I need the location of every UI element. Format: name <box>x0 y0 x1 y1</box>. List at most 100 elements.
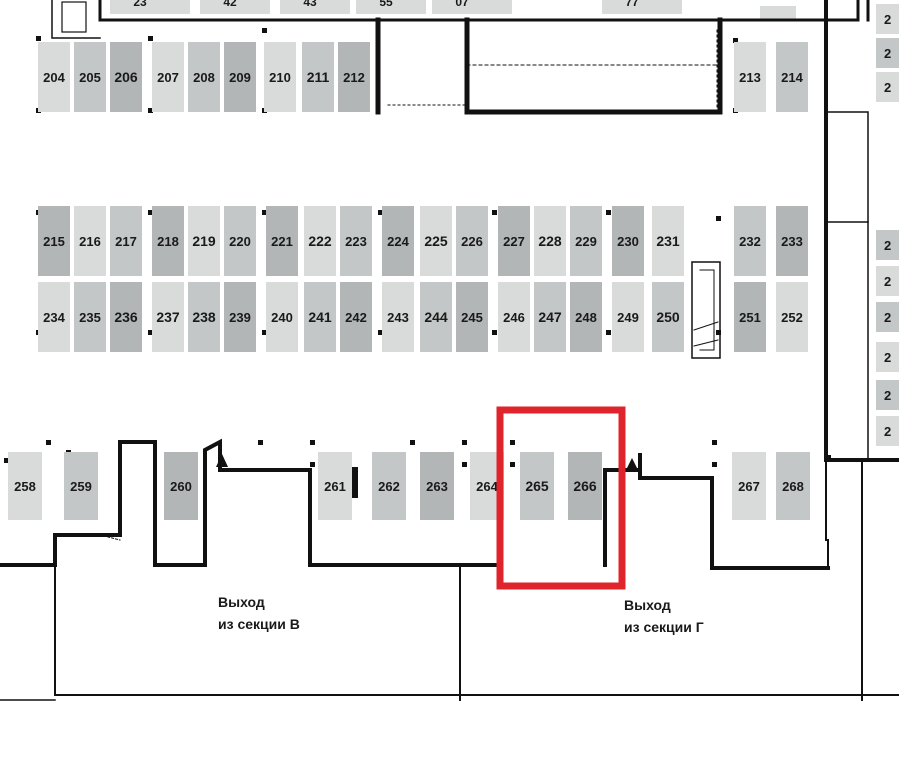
parking-spot-211[interactable]: 211 <box>302 42 334 112</box>
parking-spot-216[interactable]: 216 <box>74 206 106 276</box>
top-spot <box>432 0 512 14</box>
parking-spot-232[interactable]: 232 <box>734 206 766 276</box>
parking-spot-234[interactable]: 234 <box>38 282 70 352</box>
spot-number: 233 <box>781 234 803 249</box>
right-spot-number: 2 <box>884 424 891 439</box>
parking-spot-215[interactable]: 215 <box>38 206 70 276</box>
walls <box>0 0 899 701</box>
parking-spot-237[interactable]: 237 <box>152 282 184 352</box>
right-spot-number: 2 <box>884 310 891 325</box>
parking-spot-233[interactable]: 233 <box>776 206 808 276</box>
right-spot <box>876 380 899 410</box>
parking-spot-204[interactable]: 204 <box>38 42 70 112</box>
right-spot <box>876 72 899 102</box>
parking-spot-251[interactable]: 251 <box>734 282 766 352</box>
parking-spot-217[interactable]: 217 <box>110 206 142 276</box>
spot-area <box>188 282 220 352</box>
spot-number: 222 <box>308 233 332 249</box>
spot-area <box>612 282 644 352</box>
parking-spot-210[interactable]: 210 <box>264 42 296 112</box>
parking-spot-214[interactable]: 214 <box>776 42 808 112</box>
spot-number: 268 <box>782 479 804 494</box>
parking-spot-249[interactable]: 249 <box>612 282 644 352</box>
parking-spot-235[interactable]: 235 <box>74 282 106 352</box>
parking-spot-226[interactable]: 226 <box>456 206 488 276</box>
spot-number: 238 <box>192 309 216 325</box>
right-spot-number: 2 <box>884 388 891 403</box>
parking-spot-245[interactable]: 245 <box>456 282 488 352</box>
spot-number: 250 <box>656 309 680 325</box>
parking-spot-265[interactable]: 265 <box>520 452 554 520</box>
parking-spot-241[interactable]: 241 <box>304 282 336 352</box>
parking-spot-247[interactable]: 247 <box>534 282 566 352</box>
parking-spot-220[interactable]: 220 <box>224 206 256 276</box>
parking-spot-209[interactable]: 209 <box>224 42 256 112</box>
parking-spot-239[interactable]: 239 <box>224 282 256 352</box>
parking-spot-223[interactable]: 223 <box>340 206 372 276</box>
spot-area <box>420 452 454 520</box>
spot-area <box>302 42 334 112</box>
parking-spot-262[interactable]: 262 <box>372 452 406 520</box>
spot-number: 230 <box>617 234 639 249</box>
parking-spot-248[interactable]: 248 <box>570 282 602 352</box>
parking-spot-244[interactable]: 244 <box>420 282 452 352</box>
parking-spot-218[interactable]: 218 <box>152 206 184 276</box>
spot-number: 225 <box>424 233 448 249</box>
spot-number: 249 <box>617 310 639 325</box>
parking-spot-261[interactable]: 261 <box>318 452 352 520</box>
parking-spot-231[interactable]: 231 <box>652 206 684 276</box>
spot-number: 208 <box>193 70 215 85</box>
right-spot-number: 2 <box>884 238 891 253</box>
parking-spot-267[interactable]: 267 <box>732 452 766 520</box>
right-spot-number: 2 <box>884 80 891 95</box>
spot-area <box>8 452 42 520</box>
parking-spot-224[interactable]: 224 <box>382 206 414 276</box>
parking-spot-207[interactable]: 207 <box>152 42 184 112</box>
parking-spot-205[interactable]: 205 <box>74 42 106 112</box>
spot-number: 248 <box>575 310 597 325</box>
top-spot-number: 77 <box>625 0 639 9</box>
parking-spot-236[interactable]: 236 <box>110 282 142 352</box>
spot-area <box>110 282 142 352</box>
spot-number: 205 <box>79 70 101 85</box>
parking-spot-230[interactable]: 230 <box>612 206 644 276</box>
parking-spot-219[interactable]: 219 <box>188 206 220 276</box>
parking-spot-206[interactable]: 206 <box>110 42 142 112</box>
parking-spot-266[interactable]: 266 <box>568 452 602 520</box>
parking-spot-258[interactable]: 258 <box>8 452 42 520</box>
parking-spot-212[interactable]: 212 <box>338 42 370 112</box>
spot-number: 242 <box>345 310 367 325</box>
parking-spot-259[interactable]: 259 <box>64 452 98 520</box>
parking-spot-227[interactable]: 227 <box>498 206 530 276</box>
parking-spot-240[interactable]: 240 <box>266 282 298 352</box>
highlight-box <box>496 406 626 590</box>
parking-spot-252[interactable]: 252 <box>776 282 808 352</box>
spot-area <box>164 452 198 520</box>
exit-label-section-v: Выход из секции В <box>218 594 300 632</box>
spot-number: 214 <box>781 70 803 85</box>
parking-spot-225[interactable]: 225 <box>420 206 452 276</box>
spot-area <box>224 282 256 352</box>
parking-spot-208[interactable]: 208 <box>188 42 220 112</box>
spot-area <box>38 206 70 276</box>
parking-spot-242[interactable]: 242 <box>340 282 372 352</box>
parking-spot-246[interactable]: 246 <box>498 282 530 352</box>
spot-number: 247 <box>538 309 562 325</box>
parking-spot-268[interactable]: 268 <box>776 452 810 520</box>
spot-area <box>340 206 372 276</box>
parking-spot-221[interactable]: 221 <box>266 206 298 276</box>
spot-area <box>570 206 602 276</box>
parking-spot-229[interactable]: 229 <box>570 206 602 276</box>
parking-spot-213[interactable]: 213 <box>734 42 766 112</box>
parking-spot-260[interactable]: 260 <box>164 452 198 520</box>
spot-number: 215 <box>43 234 65 249</box>
spot-number: 227 <box>503 234 525 249</box>
parking-spot-243[interactable]: 243 <box>382 282 414 352</box>
parking-spot-263[interactable]: 263 <box>420 452 454 520</box>
spot-number: 228 <box>538 233 562 249</box>
parking-spot-228[interactable]: 228 <box>534 206 566 276</box>
parking-spot-238[interactable]: 238 <box>188 282 220 352</box>
top-spot-number: 07 <box>455 0 469 9</box>
parking-spot-222[interactable]: 222 <box>304 206 336 276</box>
parking-spot-250[interactable]: 250 <box>652 282 684 352</box>
